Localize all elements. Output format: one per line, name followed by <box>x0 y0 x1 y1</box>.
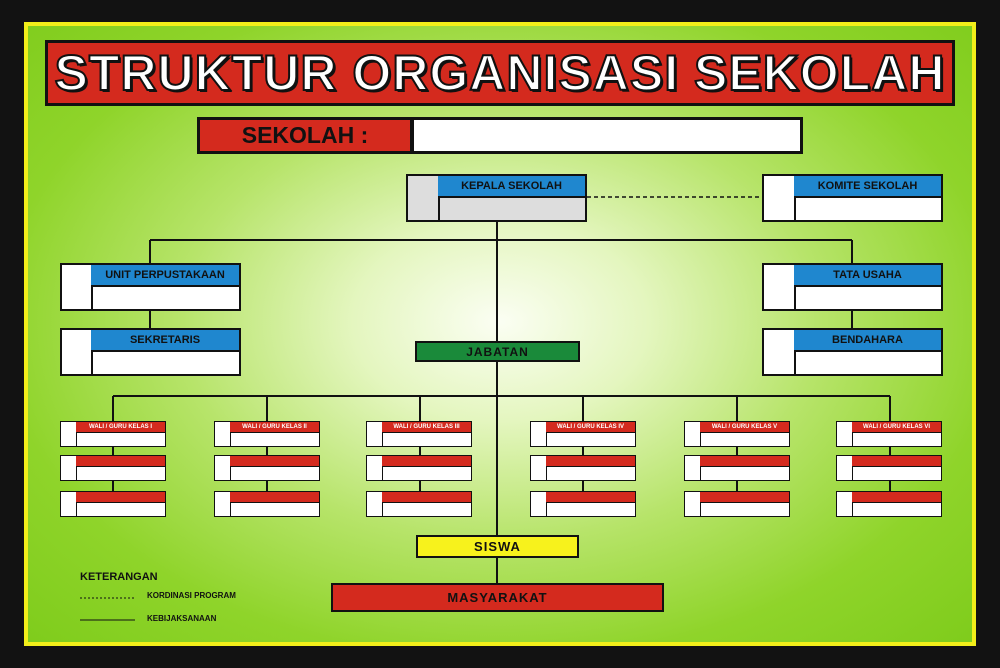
slot-header <box>230 456 319 467</box>
slot-header <box>852 492 941 503</box>
class-2-slot-3 <box>214 491 320 517</box>
class-4-slot-2 <box>530 455 636 481</box>
legend-heading: KETERANGAN <box>80 571 158 583</box>
class-2-slot-1: WALI / GURU KELAS II <box>214 421 320 447</box>
komite-sekolah-box: KOMITE SEKOLAH <box>762 174 943 222</box>
slot-tab <box>531 456 547 480</box>
slot-tab <box>367 422 383 446</box>
slot-tab <box>61 456 77 480</box>
tata-usaha-box: TATA USAHA <box>762 263 943 311</box>
slot-tab <box>215 422 231 446</box>
slot-header <box>852 456 941 467</box>
unit-perpustakaan-box: UNIT PERPUSTAKAAN <box>60 263 241 311</box>
slot-tab <box>531 422 547 446</box>
kepala-sekolah-label: KEPALA SEKOLAH <box>438 176 585 198</box>
class-label: WALI / GURU KELAS IV <box>546 422 635 433</box>
kepala-sekolah-box: KEPALA SEKOLAH <box>406 174 587 222</box>
slot-tab <box>837 422 853 446</box>
slot-header <box>382 492 471 503</box>
sekretaris-label: SEKRETARIS <box>91 330 239 352</box>
komite-sekolah-label: KOMITE SEKOLAH <box>794 176 941 198</box>
bendahara-label: BENDAHARA <box>794 330 941 352</box>
class-label: WALI / GURU KELAS VI <box>852 422 941 433</box>
unit-perpustakaan-label: UNIT PERPUSTAKAAN <box>91 265 239 287</box>
class-3-slot-2 <box>366 455 472 481</box>
slot-tab <box>837 492 853 516</box>
slot-header <box>230 492 319 503</box>
bendahara-box: BENDAHARA <box>762 328 943 376</box>
slot-tab <box>367 492 383 516</box>
siswa-bar: SISWA <box>416 535 579 558</box>
class-label: WALI / GURU KELAS V <box>700 422 789 433</box>
class-5-slot-2 <box>684 455 790 481</box>
slot-tab <box>531 492 547 516</box>
slot-tab <box>367 456 383 480</box>
title-text: STRUKTUR ORGANISASI SEKOLAH <box>54 44 946 102</box>
class-3-slot-1: WALI / GURU KELAS III <box>366 421 472 447</box>
class-2-slot-2 <box>214 455 320 481</box>
class-3-slot-3 <box>366 491 472 517</box>
class-6-slot-1: WALI / GURU KELAS VI <box>836 421 942 447</box>
legend-dashed-label: KORDINASI PROGRAM <box>147 591 236 600</box>
slot-header <box>76 456 165 467</box>
slot-tab <box>215 492 231 516</box>
class-1-slot-1: WALI / GURU KELAS I <box>60 421 166 447</box>
slot-tab <box>837 456 853 480</box>
class-4-slot-1: WALI / GURU KELAS IV <box>530 421 636 447</box>
class-1-slot-3 <box>60 491 166 517</box>
masyarakat-bar: MASYARAKAT <box>331 583 664 612</box>
slot-header <box>546 456 635 467</box>
slot-header <box>76 492 165 503</box>
slot-tab <box>685 456 701 480</box>
class-label: WALI / GURU KELAS III <box>382 422 471 433</box>
slot-header <box>700 492 789 503</box>
slot-header <box>546 492 635 503</box>
slot-header <box>382 456 471 467</box>
class-5-slot-3 <box>684 491 790 517</box>
slot-tab <box>685 422 701 446</box>
class-label: WALI / GURU KELAS I <box>76 422 165 433</box>
slot-tab <box>685 492 701 516</box>
slot-tab <box>61 422 77 446</box>
slot-tab <box>215 456 231 480</box>
poster-title: STRUKTUR ORGANISASI SEKOLAH <box>45 40 955 106</box>
class-5-slot-1: WALI / GURU KELAS V <box>684 421 790 447</box>
class-label: WALI / GURU KELAS II <box>230 422 319 433</box>
class-6-slot-2 <box>836 455 942 481</box>
slot-tab <box>61 492 77 516</box>
slot-header <box>700 456 789 467</box>
sekretaris-box: SEKRETARIS <box>60 328 241 376</box>
class-4-slot-3 <box>530 491 636 517</box>
school-name-field <box>411 117 803 154</box>
class-6-slot-3 <box>836 491 942 517</box>
class-1-slot-2 <box>60 455 166 481</box>
school-label: SEKOLAH : <box>197 117 413 154</box>
legend-solid-label: KEBIJAKSANAAN <box>147 614 217 623</box>
jabatan-bar: JABATAN <box>415 341 580 362</box>
tata-usaha-label: TATA USAHA <box>794 265 941 287</box>
